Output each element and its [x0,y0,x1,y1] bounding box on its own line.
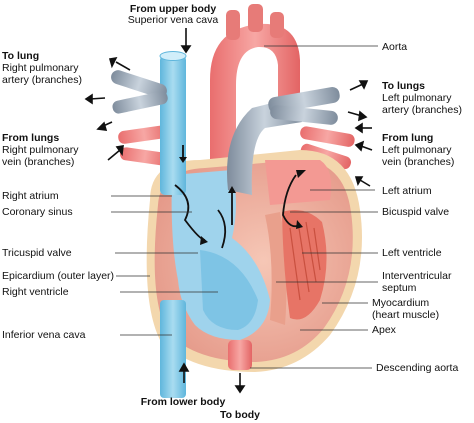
label-bicuspid-valve: Bicuspid valve [382,206,450,218]
label-coronary-sinus: Coronary sinus [2,206,73,218]
label-to-lung: To lung [2,50,40,62]
left-pulmonary-artery [270,105,338,125]
label-interventricular-septum-1: Interventricular [382,270,452,282]
label-left-pulmonary-vein-1: Left pulmonary [382,144,452,156]
aortic-branch [248,4,263,32]
label-left-atrium: Left atrium [382,185,432,197]
svc-opening [159,51,187,61]
label-apex: Apex [372,324,396,336]
label-right-pulmonary-vein-1: Right pulmonary [2,144,79,156]
label-right-pulmonary-vein-2: vein (branches) [2,156,75,168]
label-interventricular-septum-2: septum [382,282,417,294]
right-ventricle-inner [200,250,258,330]
label-from-lung: From lung [382,132,434,144]
label-from-upper-body: From upper body [129,3,217,15]
label-myocardium-2: (heart muscle) [372,309,440,321]
left-ventricle-striations [289,221,321,301]
label-aorta: Aorta [382,41,408,53]
label-tricuspid-valve: Tricuspid valve [2,247,72,259]
label-right-ventricle: Right ventricle [2,286,69,298]
blood-flow-arrowheads [179,157,306,245]
right-pulmonary-artery [111,70,167,98]
leader-lines [111,45,378,369]
label-from-lower-body: From lower body [140,396,226,408]
descending-aorta [228,340,252,370]
left-atrium [265,160,332,205]
label-descending-aorta: Descending aorta [376,362,459,374]
superior-vena-cava [160,55,186,195]
aortic-branch [226,10,240,40]
label-inferior-vena-cava: Inferior vena cava [2,329,86,341]
pulmonary-trunk [227,96,302,195]
right-pulmonary-veins [118,125,170,166]
label-to-body: To body [219,409,261,421]
label-from-lungs: From lungs [2,132,60,144]
label-left-pulmonary-artery-2: artery (branches) [382,104,462,116]
label-left-pulmonary-artery-1: Left pulmonary [382,92,452,104]
aortic-branch [270,12,284,38]
label-to-lungs: To lungs [382,80,425,92]
label-right-atrium: Right atrium [2,190,59,202]
right-pulmonary-artery [112,91,168,114]
inferior-vena-cava [160,300,186,398]
label-epicardium: Epicardium (outer layer) [2,270,115,282]
label-superior-vena-cava: Superior vena cava [127,14,219,26]
label-myocardium-1: Myocardium [372,297,430,309]
interventricular-septum [265,212,287,325]
label-right-pulmonary-artery-2: artery (branches) [2,74,82,86]
label-right-pulmonary-artery-1: Right pulmonary [2,62,79,74]
label-left-ventricle: Left ventricle [382,247,442,259]
label-left-pulmonary-vein-2: vein (branches) [382,156,455,168]
external-flow-arrows [84,28,373,394]
